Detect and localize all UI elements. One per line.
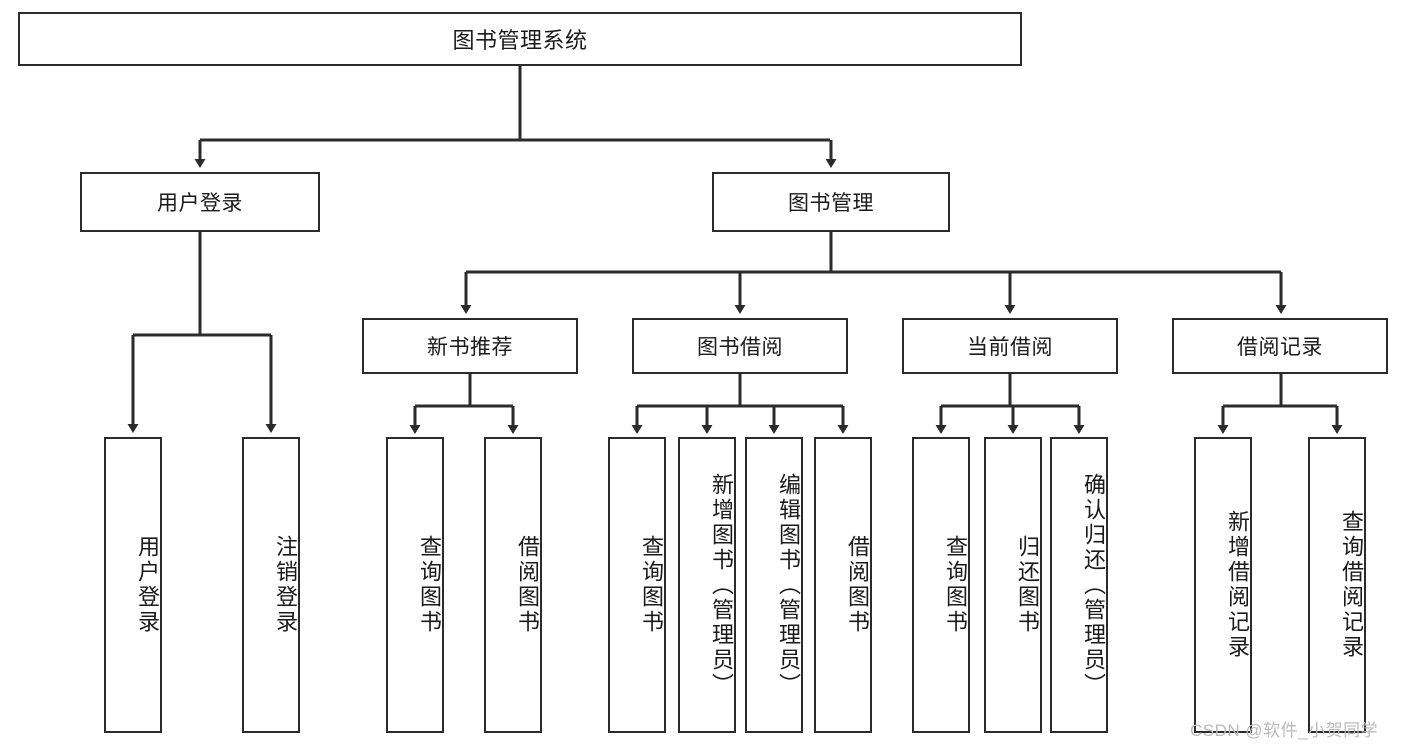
node-book-borrow[interactable]: 图书借阅 (632, 318, 848, 374)
node-leaf-borrow-book-brw[interactable]: 借阅图书 (814, 437, 872, 733)
node-leaf-query-book-brw[interactable]: 查询图书 (608, 437, 666, 733)
node-leaf-query-book-rec[interactable]: 查询图书 (386, 437, 444, 733)
node-leaf-confirm-return[interactable]: 确认归还（管理员） (1050, 437, 1108, 733)
node-leaf-add-borrow-record[interactable]: 新增借阅记录 (1194, 437, 1252, 733)
node-book-management[interactable]: 图书管理 (712, 172, 950, 232)
node-user-login[interactable]: 用户登录 (80, 172, 320, 232)
node-leaf-edit-book-admin[interactable]: 编辑图书（管理员） (745, 437, 803, 733)
node-current-borrow[interactable]: 当前借阅 (902, 318, 1118, 374)
node-new-book-recommend[interactable]: 新书推荐 (362, 318, 578, 374)
node-leaf-user-login[interactable]: 用户登录 (104, 437, 162, 733)
node-leaf-query-borrow-record[interactable]: 查询借阅记录 (1308, 437, 1366, 733)
node-leaf-return-book[interactable]: 归还图书 (984, 437, 1042, 733)
node-leaf-add-book-admin[interactable]: 新增图书（管理员） (678, 437, 736, 733)
node-root[interactable]: 图书管理系统 (18, 12, 1022, 66)
node-leaf-borrow-book-rec[interactable]: 借阅图书 (484, 437, 542, 733)
watermark-text: CSDN @软件_小贺同学 (1190, 721, 1379, 740)
node-leaf-user-logout[interactable]: 注销登录 (242, 437, 300, 733)
node-borrow-record[interactable]: 借阅记录 (1172, 318, 1388, 374)
node-leaf-query-book-cur[interactable]: 查询图书 (912, 437, 970, 733)
